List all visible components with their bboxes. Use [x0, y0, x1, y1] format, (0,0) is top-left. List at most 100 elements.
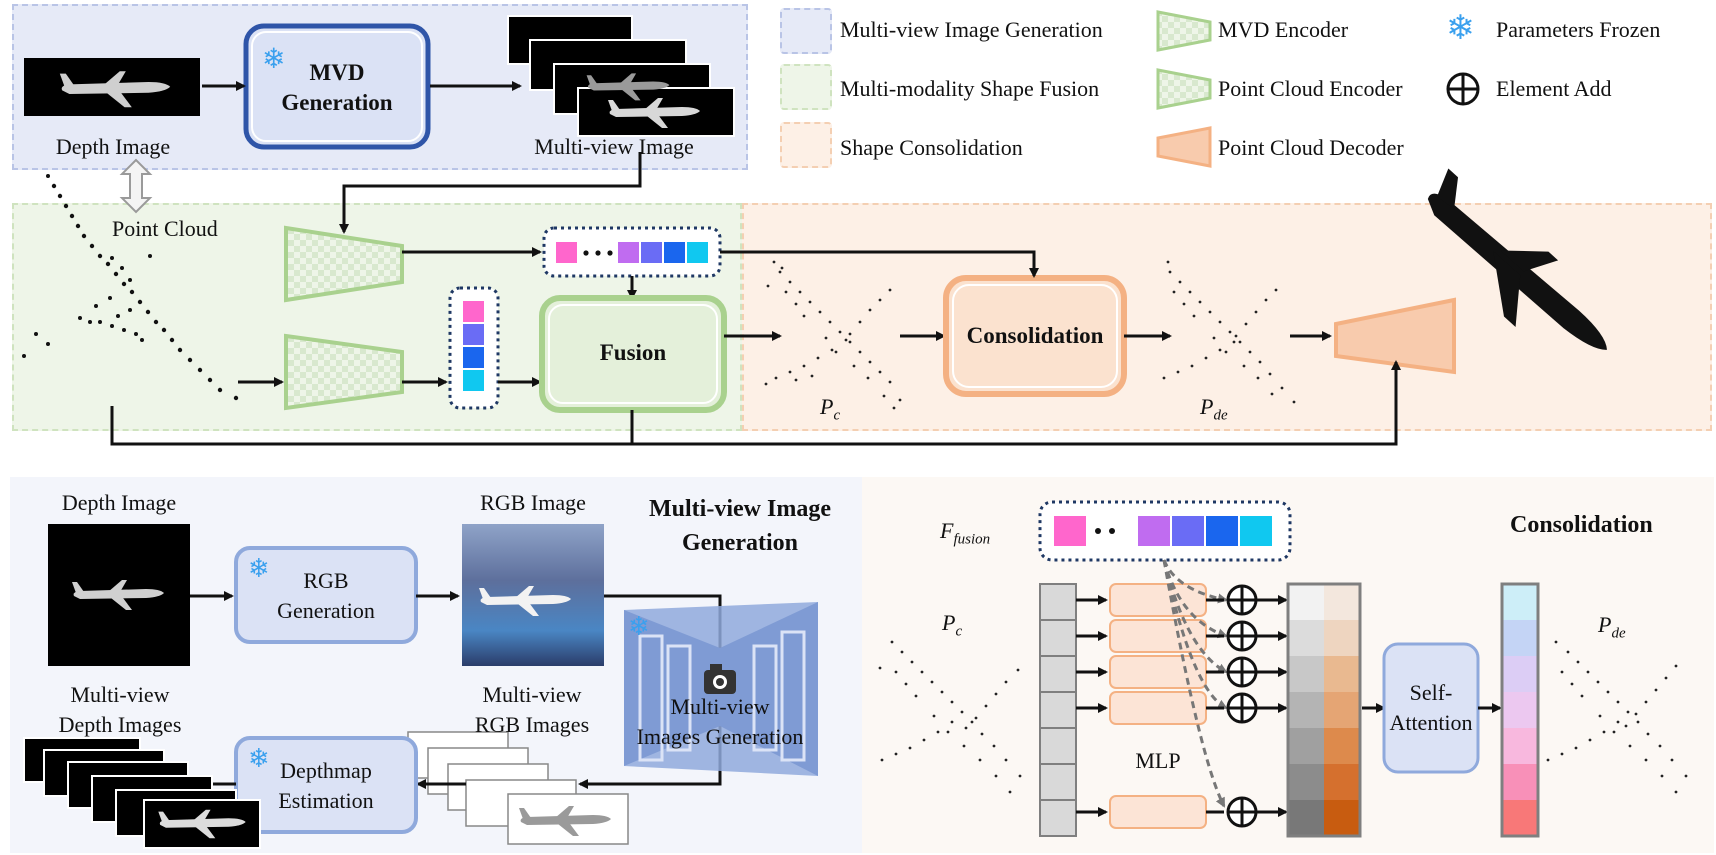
pc-symbol-bottom-sub: c: [955, 623, 963, 640]
mv-depth-line1: Multi-view: [70, 682, 170, 707]
snowflake-icon-depthmap: ❄: [248, 744, 270, 774]
legend-label-consol: Shape Consolidation: [840, 135, 1023, 160]
mvd-encoder-shape: [284, 225, 404, 303]
legend-label-pc-decoder: Point Cloud Decoder: [1218, 135, 1404, 160]
pc-feature-column: [1039, 583, 1077, 837]
attention-cell: [1502, 620, 1538, 656]
f-fusion-symbol-f: F: [940, 518, 954, 543]
pde-symbol-bottom-sub: de: [1611, 625, 1626, 642]
self-attn-line1: Self-: [1409, 680, 1453, 705]
matrix-border: [1286, 582, 1362, 838]
top-multiview-image-label: Multi-view Image: [534, 134, 694, 159]
pde-symbol-top: Pde: [1200, 394, 1228, 428]
mv-rgb-line2: RGB Images: [474, 712, 590, 737]
matrix-orange-cell: [1324, 656, 1360, 692]
pde-symbol-bottom: Pde: [1598, 612, 1626, 646]
self-attn-line2: Attention: [1389, 710, 1473, 735]
depth-pointcloud-link: [119, 158, 153, 214]
matrix-gray-cell: [1288, 764, 1324, 800]
legend-label-pc-encoder: Point Cloud Encoder: [1218, 76, 1403, 101]
legend-label-mvg: Multi-view Image Generation: [840, 17, 1103, 42]
matrix-orange-cell: [1324, 764, 1360, 800]
mv-gen-line1: Multi-view: [670, 694, 770, 719]
mlp-box-2: [1109, 619, 1207, 653]
legend-label-fusion: Multi-modality Shape Fusion: [840, 76, 1100, 101]
pde-symbol-top-sub: de: [1213, 407, 1228, 424]
attention-cell: [1502, 692, 1538, 728]
point-cloud-label: Point Cloud: [112, 216, 218, 241]
pc-sparse-bottom: [878, 640, 1022, 794]
matrix-gray-cell: [1288, 800, 1324, 836]
pc-symbol-top-p: P: [820, 394, 834, 419]
legend-swatch-pc-decoder: [1156, 126, 1212, 168]
mv-depth-line2: Depth Images: [58, 712, 182, 737]
pc-symbol-top-sub: c: [833, 407, 841, 424]
pc-symbol-top: Pc: [820, 394, 840, 428]
attention-cell: [1502, 656, 1538, 692]
legend-swatch-mvg: [780, 8, 832, 54]
pde-sparse-top: [1162, 260, 1296, 404]
legend-swatch-mvd-encoder: [1156, 10, 1212, 52]
consolidation-region: [742, 203, 1712, 431]
attention-cell: [1502, 584, 1538, 620]
pde-symbol-top-p: P: [1200, 394, 1214, 419]
pc-symbol-bottom-p: P: [942, 610, 956, 635]
mv-gen-line2: Images Generation: [636, 724, 804, 749]
attention-cell: [1502, 800, 1538, 836]
top-depth-image-label: Depth Image: [55, 134, 171, 159]
rgb-gen-line2: Generation: [277, 598, 375, 623]
matrix-orange-cell: [1324, 584, 1360, 620]
snowflake-icon-mvgen: ❄: [628, 612, 650, 642]
pc-decoder-shape: [1334, 297, 1456, 375]
matrix-orange-cell: [1324, 800, 1360, 836]
matrix-gray-cell: [1288, 692, 1324, 728]
legend-swatch-fusion: [780, 64, 832, 110]
mvd-label-line1: MVD: [309, 60, 365, 85]
legend-label-frozen: Parameters Frozen: [1496, 17, 1661, 42]
bl-title-line2: Generation: [682, 530, 798, 556]
bl-depth-image-label: Depth Image: [61, 490, 177, 515]
legend-label-mvd-encoder: MVD Encoder: [1218, 17, 1349, 42]
matrix-orange-cell: [1324, 692, 1360, 728]
mlp-label: MLP: [1135, 748, 1181, 773]
fusion-label: Fusion: [599, 340, 667, 365]
matrix-orange-cell: [1324, 620, 1360, 656]
point-cloud-scatter: [22, 174, 239, 401]
depthmap-line1: Depthmap: [280, 758, 372, 783]
br-title: Consolidation: [1510, 512, 1653, 538]
mlp-box-3: [1109, 655, 1207, 689]
element-add-ops: [1226, 584, 1258, 828]
mv-rgb-line1: Multi-view: [482, 682, 582, 707]
rgb-gen-line1: RGB: [303, 568, 349, 593]
pde-symbol-bottom-p: P: [1598, 612, 1612, 637]
snowflake-icon-rgb: ❄: [248, 554, 270, 584]
matrix-gray-cell: [1288, 584, 1324, 620]
legend-label-element-add: Element Add: [1496, 76, 1612, 101]
mlp-box-4: [1109, 691, 1207, 725]
attention-cell: [1502, 728, 1538, 764]
bl-title-line1: Multi-view Image: [649, 496, 831, 522]
matrix-orange-cell: [1324, 728, 1360, 764]
legend-swatch-consol: [780, 122, 832, 168]
snowflake-icon-mvd: ❄: [262, 42, 286, 75]
matrix-gray-cell: [1288, 656, 1324, 692]
attention-output-column: [1500, 582, 1540, 838]
depthmap-line2: Estimation: [278, 788, 374, 813]
oplus-icon: [1446, 72, 1480, 106]
pc-sparse-top: [764, 260, 902, 410]
attention-cell: [1502, 764, 1538, 800]
matrix-gray-cell: [1288, 620, 1324, 656]
matrix-gray-cell: [1288, 728, 1324, 764]
mvd-label-line2: Generation: [281, 90, 393, 115]
mlp-box-5: [1109, 795, 1207, 829]
consolidation-label: Consolidation: [966, 323, 1104, 348]
self-attention-box: [1382, 642, 1480, 774]
pde-sparse-bottom: [1546, 640, 1688, 794]
pc-encoder-shape: [284, 333, 404, 411]
f-fusion-symbol-sub: fusion: [953, 531, 991, 548]
snowflake-icon: ❄: [1446, 8, 1475, 48]
legend-swatch-pc-encoder: [1156, 68, 1212, 110]
mvd-generation-box: [243, 23, 431, 150]
